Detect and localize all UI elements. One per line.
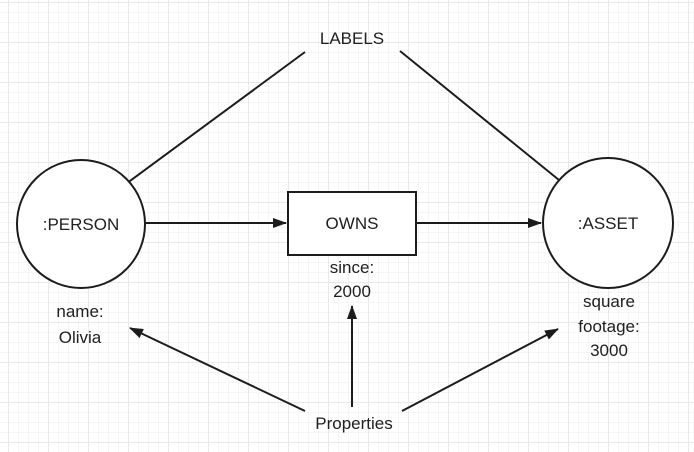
owns-property-line2: 2000: [333, 282, 371, 301]
asset-node-circle: [542, 157, 674, 289]
owns-relationship-label: OWNS: [326, 214, 379, 233]
asset-property-line3: 3000: [590, 341, 628, 360]
labels-annotation-title: LABELS: [320, 29, 384, 48]
asset-property-line1: square: [583, 292, 635, 311]
arrow-labels-to-person: [99, 51, 306, 204]
person-node-circle: [16, 159, 146, 289]
arrow-properties-to-footage: [401, 328, 559, 412]
arrow-properties-to-name: [129, 327, 306, 412]
person-property-line2: Olivia: [59, 328, 102, 347]
person-node-label: :PERSON: [43, 215, 120, 234]
properties-annotation-title: Properties: [315, 414, 392, 433]
owns-property-line1: since:: [330, 258, 374, 277]
asset-node-label: :ASSET: [578, 214, 638, 233]
owns-relationship-box: [287, 191, 417, 256]
asset-property-line2: footage:: [578, 317, 639, 336]
person-property-line1: name:: [56, 302, 103, 321]
